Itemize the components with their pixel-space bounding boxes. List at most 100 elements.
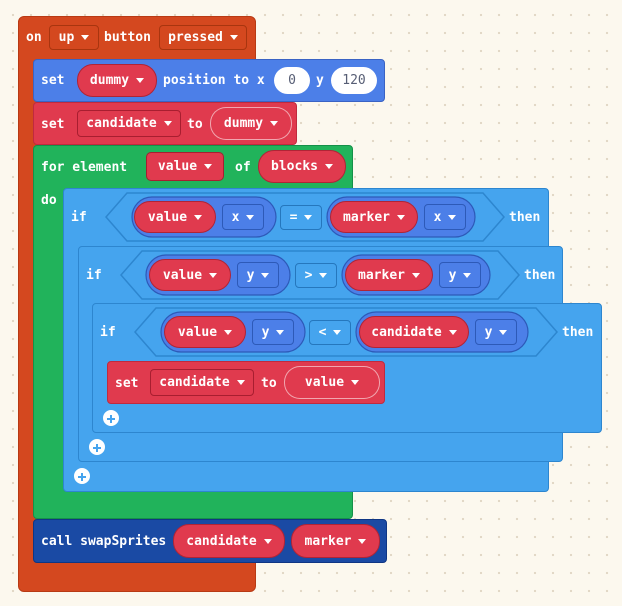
chevron-down-icon [204,164,213,169]
plus-circle-icon[interactable]: plus-circle-icon [103,410,119,426]
if2-right-sprite-value: marker [358,267,405,283]
if3-operator-value: < [318,325,327,340]
chevron-down-icon [448,329,457,335]
chevron-down-icon [136,78,145,83]
if3-if-label: if [100,325,116,340]
for-of-label: of [235,160,251,175]
chevron-down-icon [499,329,508,335]
chevron-down-icon [194,214,203,220]
chevron-down-icon [396,214,405,220]
if3-right-sprite-dropdown[interactable]: candidate [359,316,469,348]
if2-left-sprite-value: value [162,267,203,283]
y-label: y [316,73,324,88]
if1-then-label: then [509,210,541,225]
if1-operator-dropdown[interactable]: = [280,205,322,230]
if1-operator-value: = [289,210,298,225]
chevron-down-icon [411,272,420,278]
plus-circle-icon[interactable]: plus-circle-icon [89,439,105,455]
chevron-down-icon [351,380,360,385]
if2-right-prop-value: y [448,267,457,283]
chevron-down-icon [324,164,333,169]
button-dropdown[interactable]: up [49,25,99,50]
chevron-down-icon [246,214,255,220]
if1-right-prop-value: x [433,209,442,225]
chevron-down-icon [463,272,472,278]
if1-left-prop-dropdown[interactable]: x [222,204,264,230]
if2-left-sprite-dropdown[interactable]: value [149,259,231,291]
button-dropdown-value: up [58,30,75,45]
y-value-input[interactable]: 120 [331,67,377,94]
inner-candidate-variable-dropdown[interactable]: candidate [150,369,254,396]
set-candidate-to-label: to [187,117,203,132]
set-position-set-label: set [41,73,65,88]
if3-left-sprite-value: value [177,324,218,340]
for-element-label: for element [41,160,128,175]
chevron-down-icon [270,121,279,126]
if3-right-prop-value: y [484,324,493,340]
if3-then-label: then [562,325,594,340]
if1-left-prop-value: x [231,209,240,225]
chevron-down-icon [261,272,270,278]
if3-right-sprite-value: candidate [371,324,442,340]
loop-variable-value: value [157,159,198,174]
loop-variable-dropdown[interactable]: value [146,152,224,181]
chevron-down-icon [304,215,313,220]
if3-operator-dropdown[interactable]: < [309,320,351,345]
event-button-label: button [104,30,151,45]
chevron-down-icon [276,329,285,335]
chevron-down-icon [163,121,172,126]
chevron-down-icon [448,214,457,220]
chevron-down-icon [236,380,245,385]
if2-if-label: if [86,268,102,283]
arg-candidate-value: candidate [186,533,257,549]
chevron-down-icon [81,35,90,40]
dummy-variable-reporter[interactable]: dummy [210,107,292,140]
if1-right-prop-dropdown[interactable]: x [424,204,466,230]
blocks-list-reporter[interactable]: blocks [258,150,346,183]
if2-operator-value: > [304,268,313,283]
if1-left-sprite-value: value [147,209,188,225]
for-do-label: do [41,193,57,208]
sprite-dummy-dropdown[interactable]: dummy [77,64,157,97]
blocks-list-value: blocks [271,159,318,174]
sprite-dummy-value: dummy [89,73,130,88]
set-inner-to-label: to [261,376,277,391]
candidate-variable-dropdown[interactable]: candidate [77,110,181,137]
if2-right-prop-dropdown[interactable]: y [439,262,481,288]
x-value-input[interactable]: 0 [274,67,310,94]
arg-marker-value: marker [304,533,352,549]
set-inner-set-label: set [115,376,139,391]
if1-right-sprite-value: marker [343,209,390,225]
event-on-label: on [26,30,42,45]
dummy-variable-value: dummy [223,116,264,131]
if3-right-prop-dropdown[interactable]: y [475,319,517,345]
if2-left-prop-dropdown[interactable]: y [237,262,279,288]
if1-if-label: if [71,210,87,225]
chevron-down-icon [209,272,218,278]
if2-operator-dropdown[interactable]: > [295,263,337,288]
set-candidate-set-label: set [41,117,65,132]
position-to-x-label: position to x [163,73,265,88]
candidate-variable-value: candidate [86,116,157,131]
arg-marker-reporter[interactable]: marker [291,524,380,558]
chevron-down-icon [333,330,342,335]
if3-left-sprite-dropdown[interactable]: value [164,316,246,348]
chevron-down-icon [263,538,272,544]
call-swap-sprites-label: call swapSprites [41,534,167,549]
chevron-down-icon [229,35,238,40]
plus-circle-icon[interactable]: plus-circle-icon [74,468,90,484]
value-variable-reporter[interactable]: value [284,366,380,399]
arg-candidate-reporter[interactable]: candidate [173,524,285,558]
if1-right-sprite-dropdown[interactable]: marker [330,201,418,233]
action-dropdown[interactable]: pressed [159,25,247,50]
action-dropdown-value: pressed [168,30,223,45]
if2-then-label: then [524,268,556,283]
chevron-down-icon [319,273,328,278]
if2-right-sprite-dropdown[interactable]: marker [345,259,433,291]
if1-left-sprite-dropdown[interactable]: value [134,201,216,233]
if3-left-prop-dropdown[interactable]: y [252,319,294,345]
chevron-down-icon [358,538,367,544]
chevron-down-icon [224,329,233,335]
inner-candidate-variable-value: candidate [159,375,230,390]
if3-left-prop-value: y [261,324,270,340]
